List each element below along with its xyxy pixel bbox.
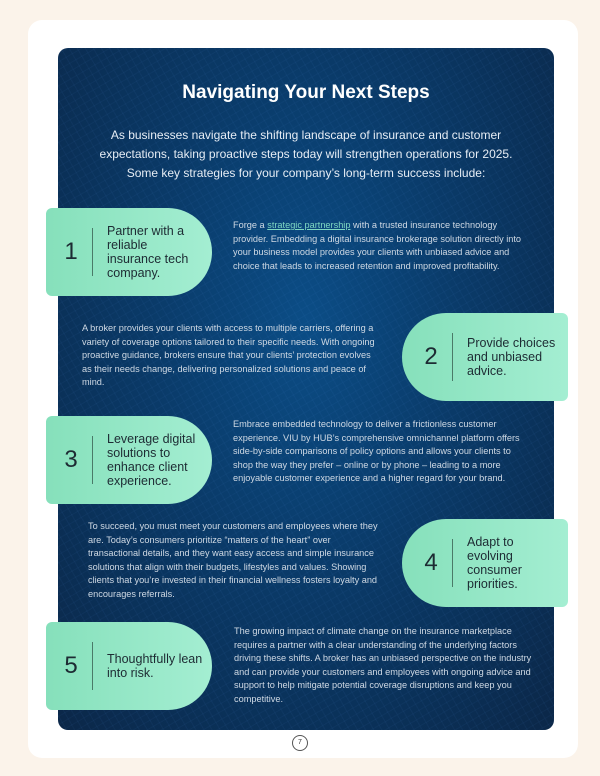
strategic-partnership-link[interactable]: strategic partnership [267,220,351,230]
divider [92,436,93,484]
step-number: 3 [64,446,78,473]
step-number: 1 [64,238,78,265]
step-5-pill: 5 Thoughtfully lean into risk. [46,622,212,710]
step-title: Thoughtfully lean into risk. [107,652,203,680]
step-3-pill: 3 Leverage digital solutions to enhance c… [46,416,212,504]
step-title: Partner with a reliable insurance tech c… [107,224,189,280]
step-4-description: To succeed, you must meet your customers… [88,521,378,599]
intro-text: As businesses navigate the shifting land… [99,128,513,180]
step-2-description: A broker provides your clients with acce… [82,323,375,388]
page-number: 7 [292,735,308,751]
step-title: Adapt to evolving consumer priorities. [467,535,522,591]
step-number: 4 [424,549,438,576]
divider [92,228,93,276]
divider [452,333,453,381]
step-title: Leverage digital solutions to enhance cl… [107,432,196,488]
step-number: 2 [424,343,438,370]
divider [92,642,93,690]
step-1-pill: 1 Partner with a reliable insurance tech … [46,208,212,296]
step-number: 5 [64,652,78,679]
step-3-description: Embrace embedded technology to deliver a… [233,419,520,484]
divider [452,539,453,587]
step-title: Provide choices and unbiased advice. [467,336,556,378]
desc-text: Forge a [233,220,268,230]
step-2-pill: 2 Provide choices and unbiased advice. [402,313,568,401]
desc-text: with a trusted insurance technology prov… [233,220,522,271]
step-1-description: Forge a strategic partnership with a tru… [233,219,523,273]
step-4-pill: 4 Adapt to evolving consumer priorities. [402,519,568,607]
step-5-description: The growing impact of climate change on … [234,626,532,704]
page-title: Navigating Your Next Steps [182,82,430,103]
